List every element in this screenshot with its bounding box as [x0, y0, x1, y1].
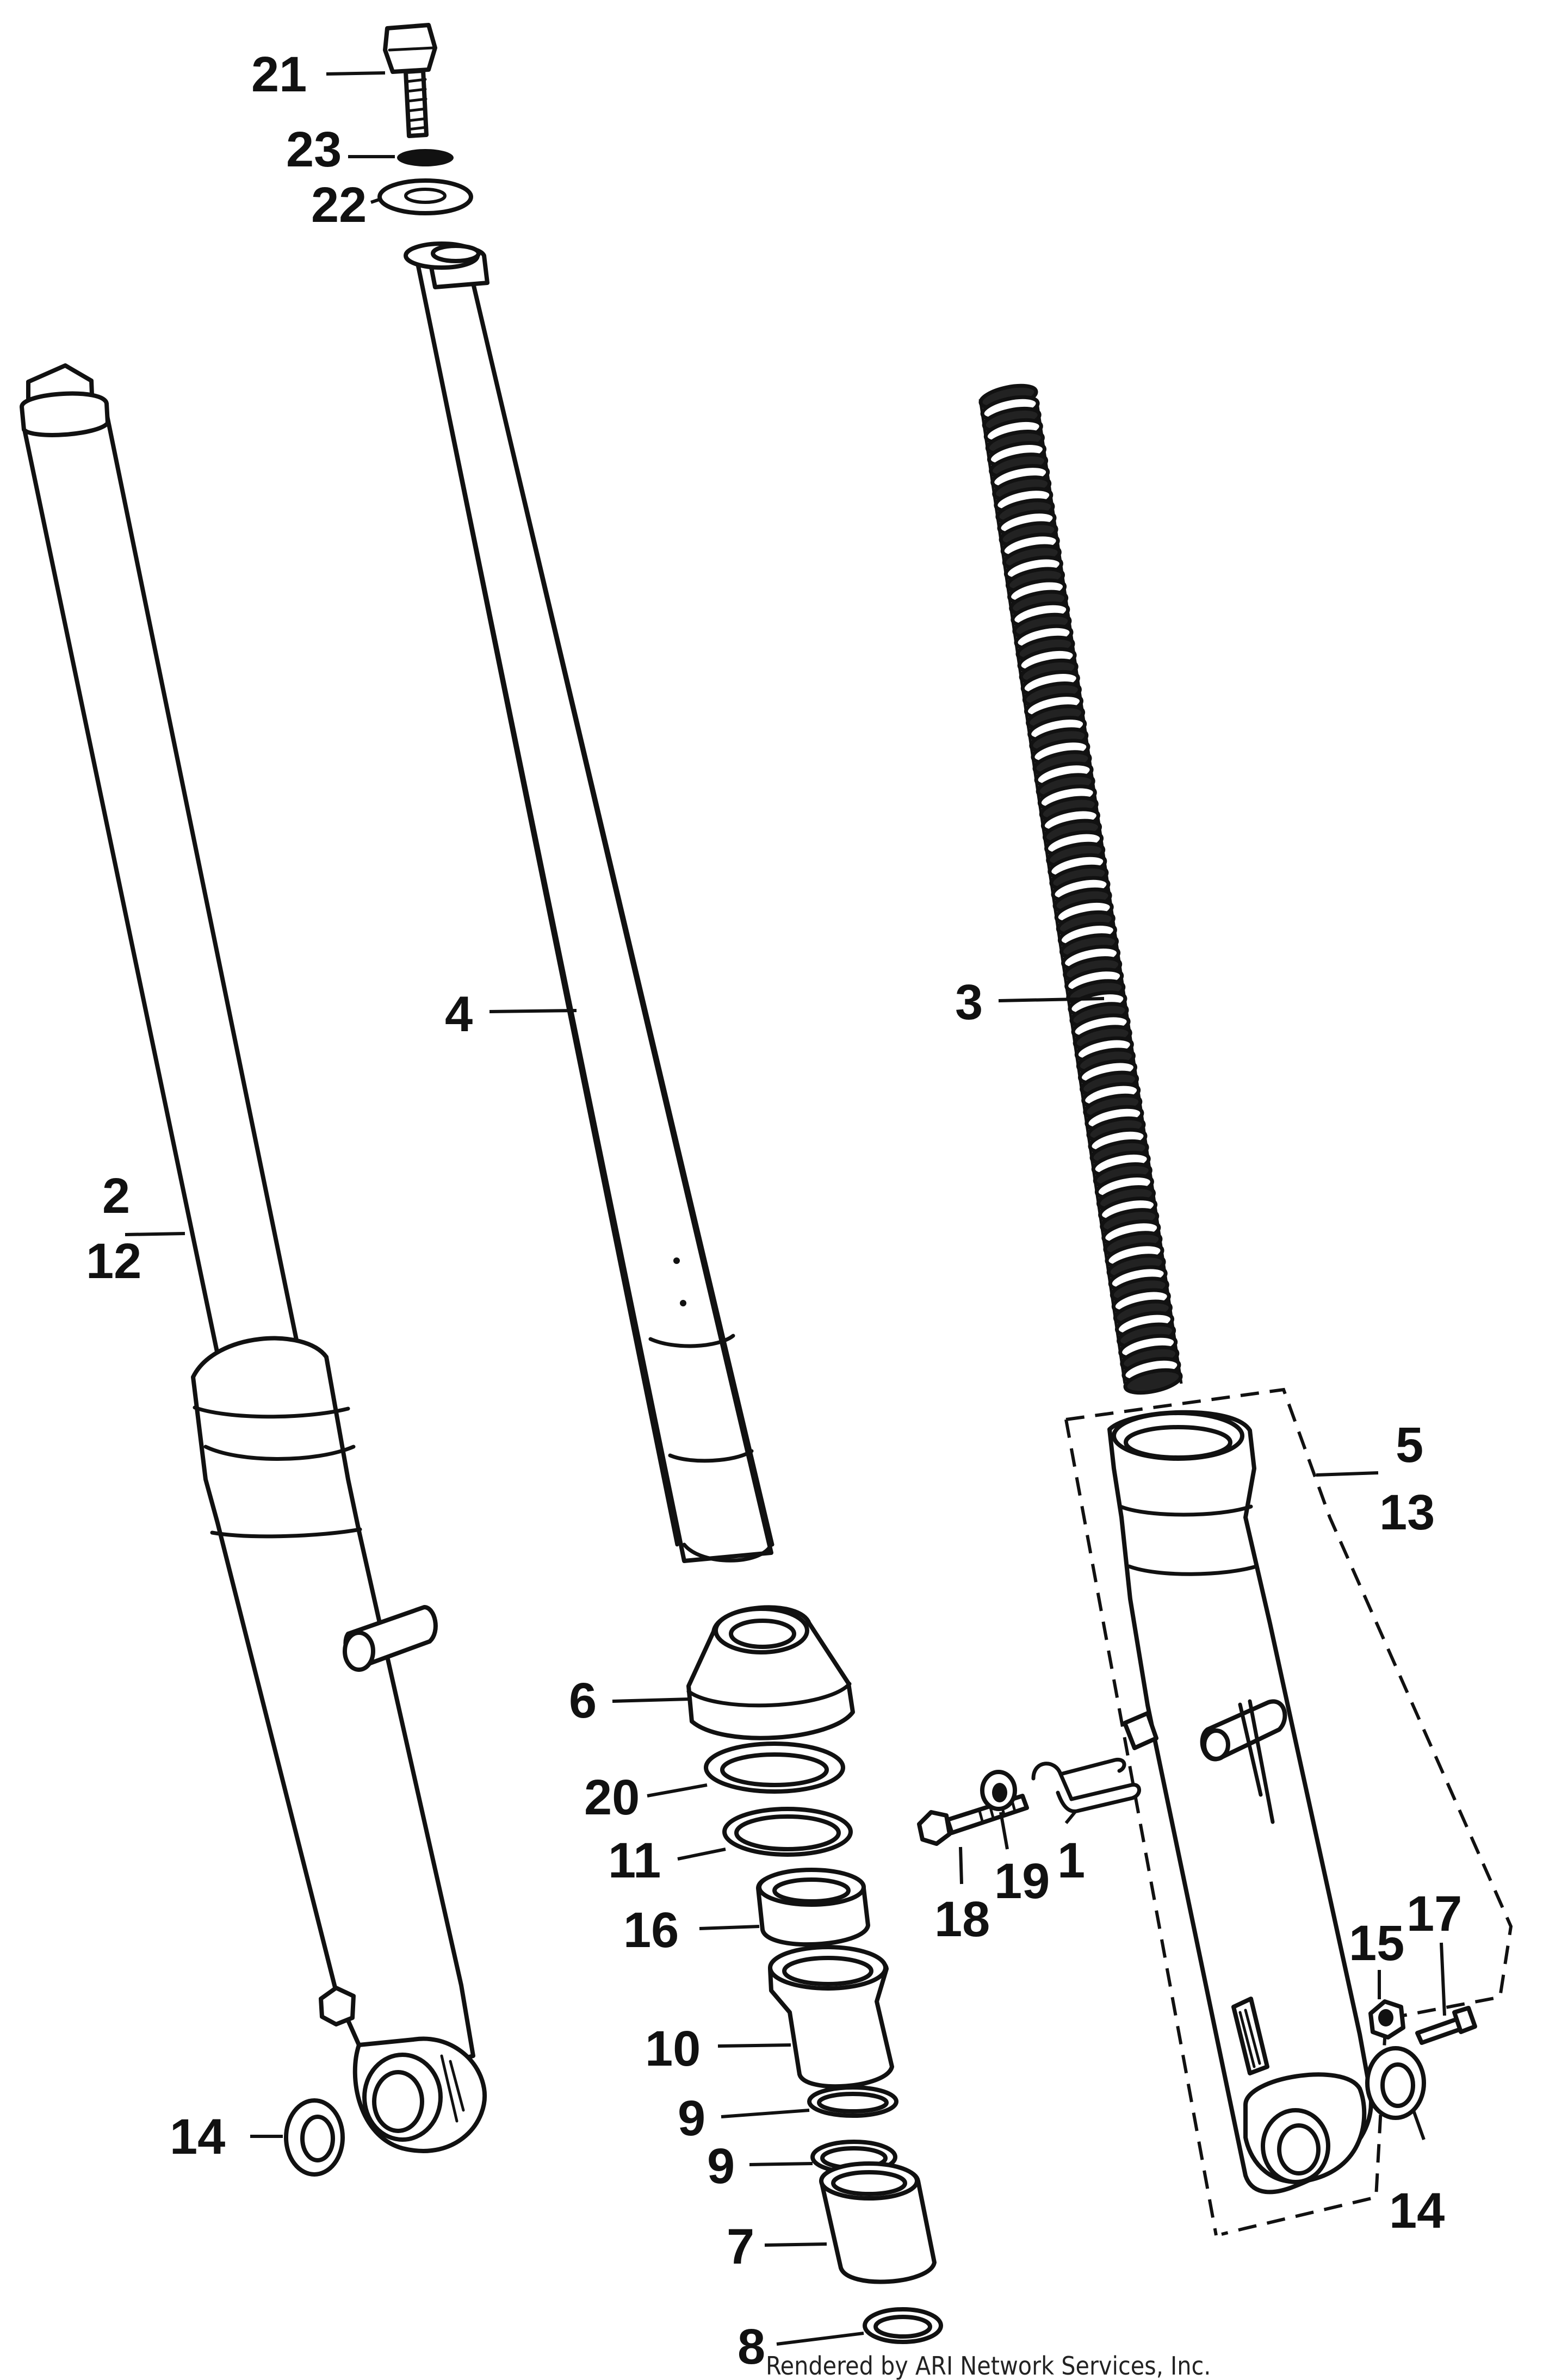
- callout-9-upper: 9: [678, 2091, 705, 2146]
- washer-14-left: [284, 2098, 345, 2177]
- callout-6: 6: [569, 1673, 597, 1728]
- callout-17: 17: [1406, 1886, 1462, 1942]
- callout-16: 16: [623, 1902, 679, 1958]
- callout-15: 15: [1349, 1916, 1404, 1971]
- leader-lines: [125, 71, 1446, 2346]
- clip-1: [1031, 1757, 1141, 1813]
- spring-outline: [978, 399, 1126, 1384]
- callout-23: 23: [286, 122, 342, 177]
- callout-13: 13: [1379, 1485, 1435, 1540]
- callout-20: 20: [584, 1770, 640, 1825]
- callout-14-right: 14: [1389, 2183, 1445, 2239]
- callout-labels: 21 23 22 2 12 4 3 5 13 6 20 11 16 10 9 9…: [86, 47, 1462, 2375]
- dust-seal-6: [686, 1605, 855, 1740]
- callout-1: 1: [1057, 1833, 1085, 1888]
- footer-credit: Rendered by ARI Network Services, Inc.: [766, 2351, 1211, 2380]
- bushing-7: [819, 2161, 937, 2284]
- callout-11: 11: [608, 1833, 661, 1888]
- callout-4: 4: [445, 987, 473, 1042]
- callout-5: 5: [1396, 1417, 1423, 1473]
- callout-18: 18: [934, 1892, 990, 1947]
- fork-spring-3: [978, 383, 1183, 1395]
- callout-7: 7: [727, 2219, 754, 2274]
- fork-assembly-left-2-12: [20, 363, 487, 2153]
- washer-19: [980, 1770, 1017, 1811]
- ring-9-upper: [807, 2085, 898, 2118]
- callout-10: 10: [645, 2021, 701, 2077]
- spring-outline: [1035, 399, 1183, 1384]
- callout-22: 22: [311, 177, 367, 233]
- ring-20: [704, 1741, 845, 1794]
- callout-19: 19: [994, 1854, 1050, 1909]
- fork-slider-right-5-13: [1064, 1387, 1513, 2236]
- callout-12: 12: [86, 1234, 141, 1289]
- callout-9-lower: 9: [707, 2139, 735, 2194]
- callout-8: 8: [738, 2319, 765, 2375]
- bolt-17: [1415, 2006, 1477, 2045]
- nut-15: [1368, 1999, 1405, 2040]
- ring-11: [722, 1807, 853, 1857]
- washer-22: [377, 178, 473, 215]
- callout-3: 3: [955, 975, 983, 1030]
- washer-23: [397, 149, 454, 166]
- callout-21: 21: [251, 47, 307, 102]
- bolt-21: [383, 23, 437, 138]
- callout-2: 2: [102, 1168, 130, 1224]
- guide-10: [768, 1945, 894, 2089]
- washer-14-right: [1365, 2046, 1426, 2120]
- oil-seal-16: [756, 1868, 870, 1947]
- callout-14-left: 14: [170, 2109, 225, 2165]
- ring-8: [863, 2307, 943, 2344]
- fork-tube-4: [404, 241, 774, 1563]
